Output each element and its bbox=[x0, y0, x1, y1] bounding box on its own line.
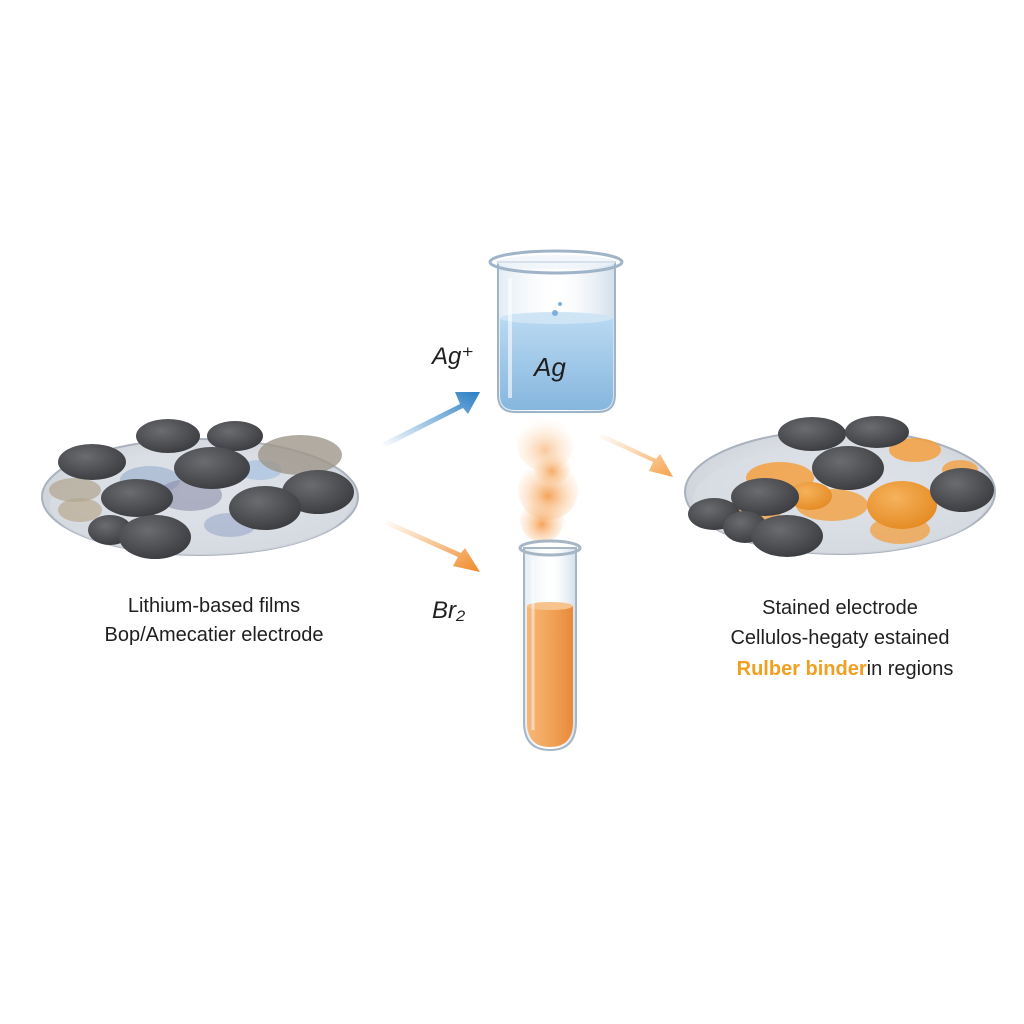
right-dark-particles bbox=[688, 416, 994, 557]
right-caption-line3: Rulber binderin regions bbox=[737, 658, 954, 681]
beaker-liquid bbox=[500, 318, 613, 410]
right-caption-line3-rest: in regions bbox=[866, 658, 954, 680]
left-caption-line2: Bop/Amecatier electrode bbox=[104, 624, 324, 646]
left-caption-line1: Lithium-based films bbox=[127, 595, 301, 617]
tube-liquid bbox=[527, 606, 573, 747]
right-caption-line1: Stained electrode bbox=[762, 597, 918, 619]
bromine-vapor bbox=[517, 419, 578, 542]
arrow-to-stained-electrode bbox=[598, 433, 673, 477]
silver-label: Ag bbox=[534, 352, 566, 382]
arrow-to-test-tube bbox=[384, 520, 480, 572]
right-electrode bbox=[684, 416, 996, 557]
silver-beaker bbox=[488, 249, 624, 413]
left-dark-particles bbox=[58, 419, 354, 559]
silver-ion-label: Ag⁺ bbox=[432, 343, 475, 370]
rubber-binder-highlight: Rulber binder bbox=[736, 658, 867, 680]
left-electrode bbox=[41, 419, 359, 559]
bromine-test-tube bbox=[518, 539, 582, 752]
right-caption-line2: Cellulos-hegaty estained bbox=[730, 627, 950, 649]
bromine-label: Br₂ bbox=[432, 597, 466, 624]
arrow-to-beaker bbox=[382, 392, 480, 447]
